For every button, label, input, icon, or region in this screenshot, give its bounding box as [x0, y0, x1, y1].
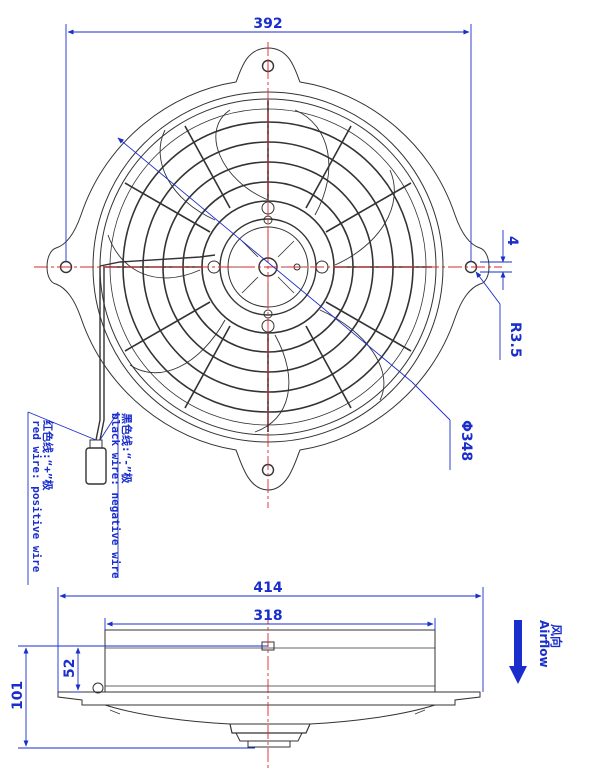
mounting-flange	[57, 691, 481, 706]
note-red-wire-en: red wire: positive wire	[30, 420, 43, 573]
note-red-wire-cn: 红色线:“+”极	[41, 420, 55, 491]
side-dimensions	[18, 587, 484, 749]
dim-total-width-414: 414	[253, 580, 282, 596]
cable-bundle	[99, 254, 216, 267]
dim-width-392: 392	[253, 16, 282, 32]
note-black-wire-en: black wire: negative wire	[109, 413, 122, 579]
dim-hole-offset-4: 4	[504, 236, 520, 246]
dim-total-depth-101: 101	[10, 681, 26, 710]
airflow-label-cn: 风向	[549, 624, 564, 648]
shroud-body	[104, 629, 436, 693]
wire-connector	[85, 447, 107, 485]
airflow-label-en: Airflow	[537, 620, 551, 668]
front-dimensions	[27, 24, 512, 585]
dim-diameter-348: Φ348	[458, 420, 474, 461]
motor-body-side	[104, 704, 436, 725]
side-connector-hole	[92, 682, 104, 694]
note-black-wire-cn: 黑色线:“-”极	[120, 413, 134, 484]
dim-hole-radius: R3.5	[507, 322, 523, 358]
fan-blades	[107, 109, 395, 433]
guard-spokes	[105, 100, 432, 432]
front-centerlines	[34, 42, 502, 508]
dim-shroud-depth-52: 52	[62, 659, 78, 678]
airflow-arrow-icon	[509, 620, 527, 684]
dim-shroud-width-318: 318	[253, 608, 282, 624]
side-view	[57, 629, 481, 748]
